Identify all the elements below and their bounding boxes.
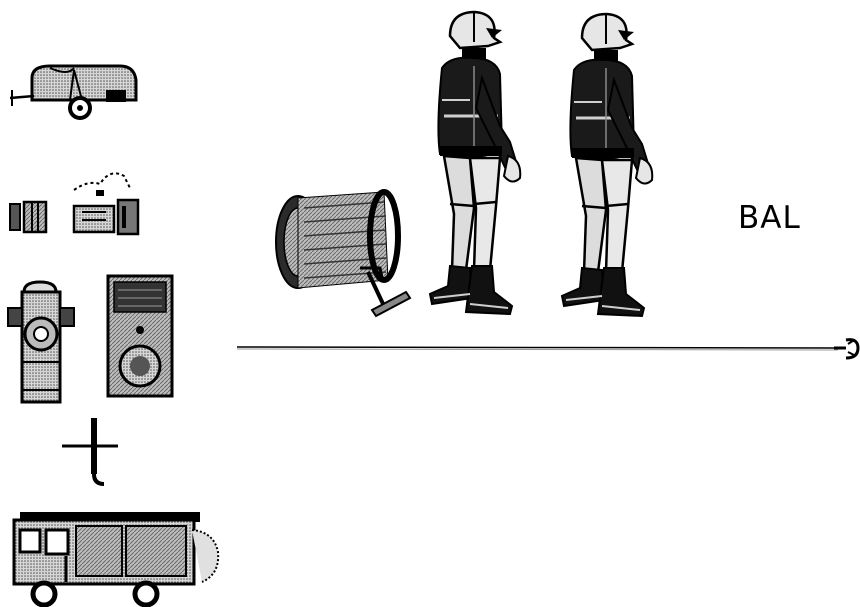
trailer-icon — [9, 64, 138, 120]
hose-reel-icon — [275, 189, 412, 318]
bal-label: BAL — [738, 200, 801, 236]
fire-truck-icon — [12, 512, 220, 607]
valve-tee-icon — [62, 418, 118, 486]
water-meter-icon — [106, 274, 174, 398]
firefighter-icon — [560, 12, 654, 318]
motor-pump-icon — [9, 172, 140, 236]
fire-hydrant-icon — [7, 280, 75, 404]
firefighter-icon — [428, 10, 522, 316]
nozzle-icon — [834, 338, 860, 360]
hose-line-icon — [236, 346, 839, 349]
